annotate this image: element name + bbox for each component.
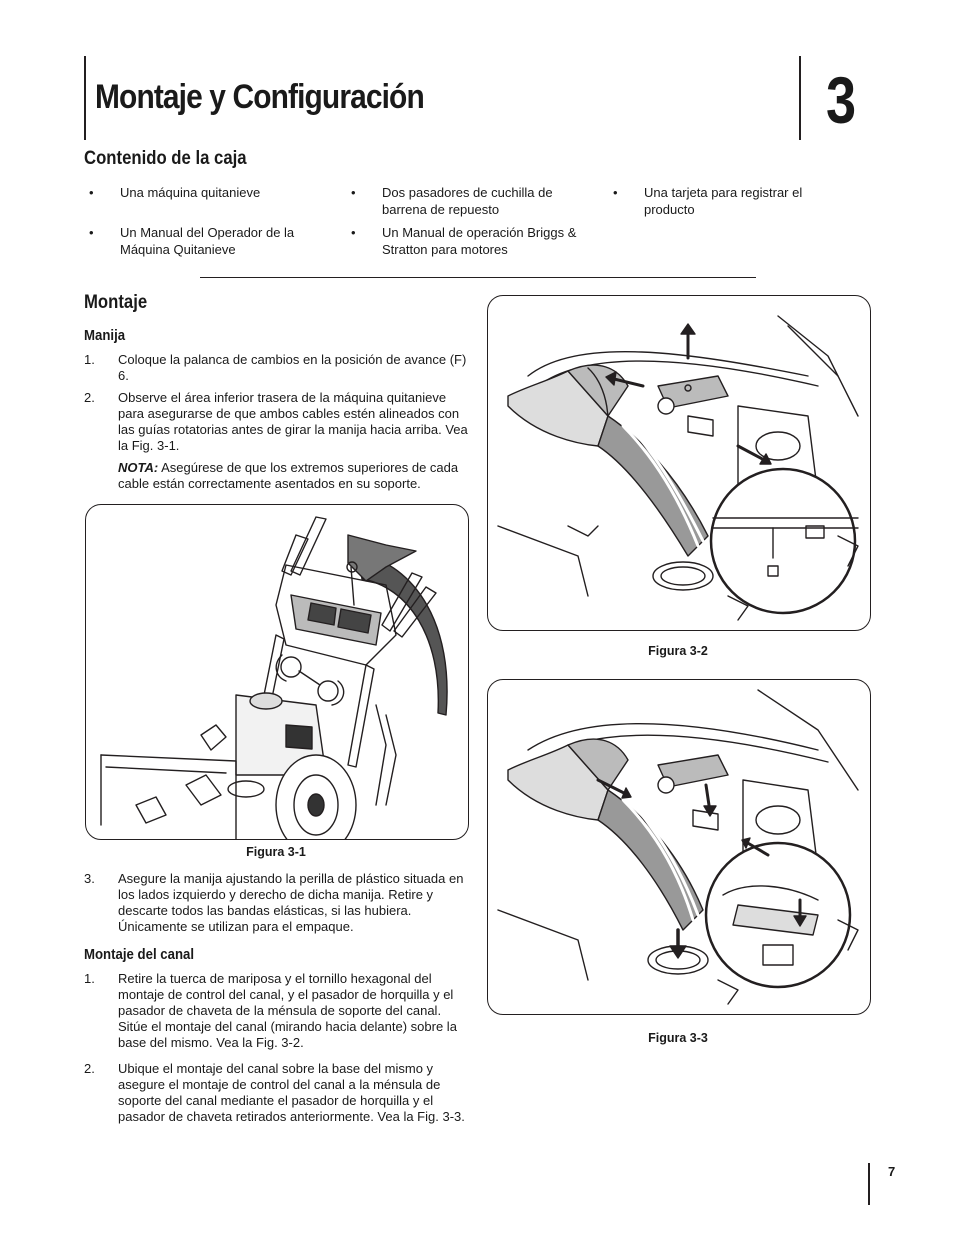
chute-steps: 1.Retire la tuerca de mariposa y el torn…: [84, 971, 469, 1131]
footer-rule: [868, 1163, 870, 1205]
handle-step-3: 3.Asegure la manija ajustando la perilla…: [84, 871, 469, 941]
list-item: •Dos pasadores de cuchilla de barrena de…: [351, 185, 553, 217]
list-item: •Un Manual de operación Briggs & Stratto…: [351, 225, 577, 257]
section-divider: [200, 277, 756, 278]
step-item: 3.Asegure la manija ajustando la perilla…: [84, 871, 464, 934]
chute-heading: Montaje del canal: [84, 946, 195, 963]
figure-3-2-caption: Figura 3-2: [648, 644, 708, 658]
header-rule-left: [84, 56, 86, 140]
figure-3-2-illustration: [487, 295, 871, 631]
step-item: 1.Retire la tuerca de mariposa y el torn…: [84, 971, 457, 1050]
box-contents-column-2: •Dos pasadores de cuchilla de barrena de…: [346, 184, 596, 264]
box-contents-column-3: •Una tarjeta para registrar el producto: [608, 184, 838, 224]
list-item: •Una máquina quitanieve: [89, 185, 261, 200]
handle-heading: Manija: [84, 327, 126, 344]
chute-removal-drawing: [497, 315, 859, 621]
assembly-heading: Montaje: [84, 292, 148, 313]
list-item: •Un Manual del Operador de la Máquina Qu…: [89, 225, 295, 257]
page-number: 7: [888, 1164, 896, 1179]
step-item: 2.Observe el área inferior trasera de la…: [84, 390, 468, 491]
step-item: 1.Coloque la palanca de cambios en la po…: [84, 352, 467, 383]
figure-3-1-illustration: [85, 504, 469, 840]
chute-install-drawing: [497, 689, 859, 1005]
figure-3-3-illustration: [487, 679, 871, 1015]
handle-steps: 1.Coloque la palanca de cambios en la po…: [84, 352, 469, 498]
snowblower-handle-drawing: [100, 516, 448, 839]
box-contents-heading: Contenido de la caja: [84, 148, 247, 169]
step-item: 2.Ubique el montaje del canal sobre la b…: [84, 1061, 465, 1124]
figure-3-3-caption: Figura 3-3: [648, 1031, 708, 1045]
note: NOTA: Asegúrese de que los extremos supe…: [118, 460, 459, 491]
box-contents-column-1: •Una máquina quitanieve •Un Manual del O…: [84, 184, 324, 264]
page-title: Montaje y Configuración: [95, 78, 425, 116]
chapter-number: 3: [826, 63, 857, 137]
header-rule-right: [799, 56, 801, 140]
list-item: •Una tarjeta para registrar el producto: [613, 185, 803, 217]
figure-3-1-caption: Figura 3-1: [246, 845, 306, 859]
